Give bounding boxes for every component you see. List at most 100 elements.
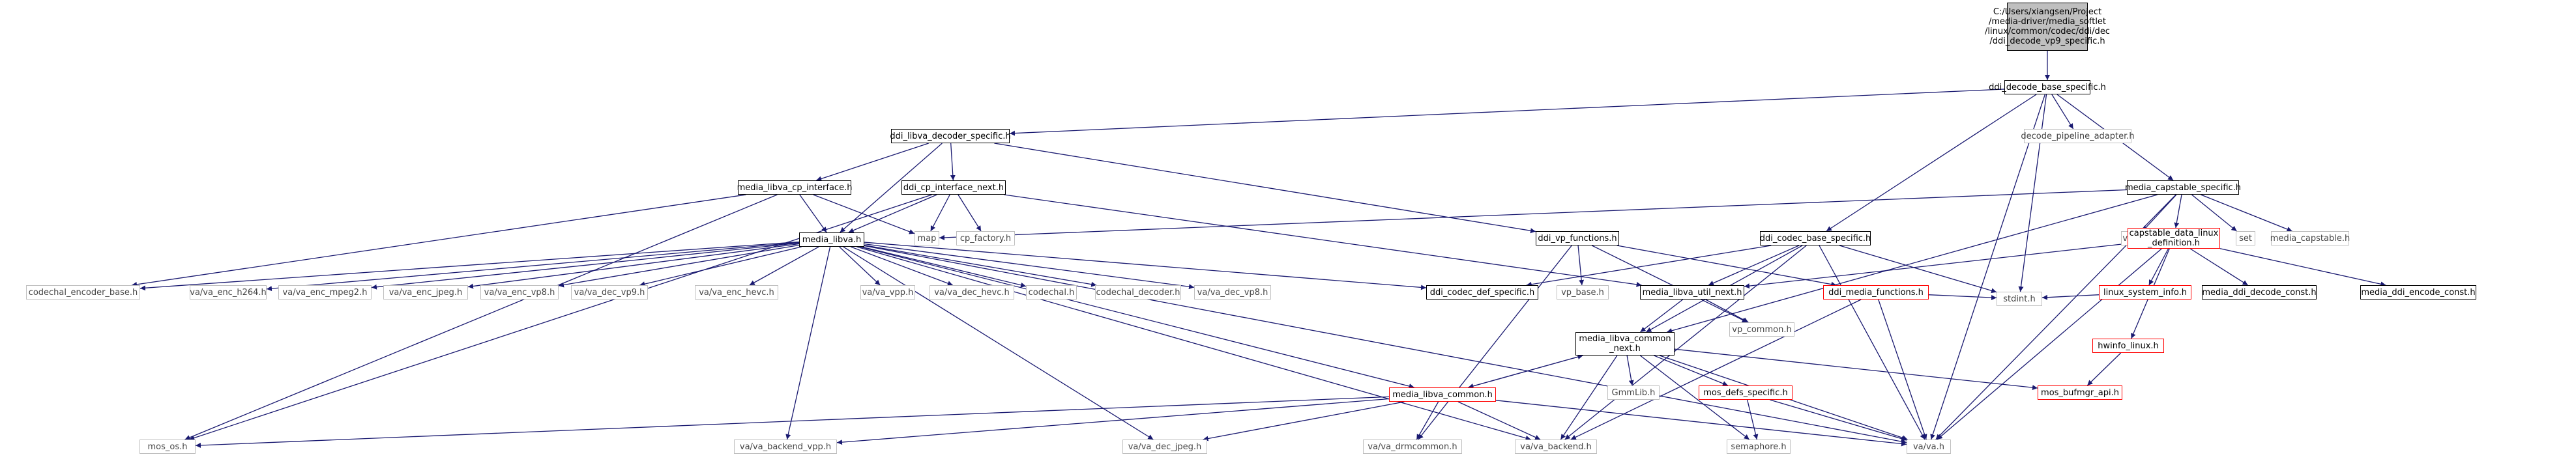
edge-linux-system-info-to-stdint	[2042, 294, 2100, 300]
edge-ddi-media-functions-to-va	[1878, 299, 1927, 440]
edge-mos-defs-specific-to-va	[1770, 399, 1907, 441]
edge-ddi-vp-functions-to-vp-common	[1591, 245, 1748, 323]
node-va-dec-vp9: va/va_dec_vp9.h	[571, 285, 648, 300]
edge-media-libva-cp-interface-to-map	[813, 194, 915, 234]
edge-ddi-decode-base-specific-to-ddi-codec-base-specific	[1826, 94, 2037, 232]
node-media-libva-common[interactable]: media_libva_common.h	[1389, 387, 1496, 402]
edge-ddi-libva-decoder-specific-to-ddi-vp-functions	[994, 143, 1536, 234]
edge-ddi-decode-base-specific-to-stdint	[2018, 94, 2047, 292]
edge-capstable-data-linux-definition-to-media-ddi-decode-const	[2189, 248, 2248, 286]
edge-media-libva-to-va	[864, 245, 1907, 445]
node-va-vpp: va/va_vpp.h	[860, 285, 915, 300]
node-mos-bufmgr-api[interactable]: mos_bufmgr_api.h	[2038, 385, 2122, 400]
edge-ddi-codec-base-specific-to-media-libva-util-next	[1708, 245, 1800, 286]
edge-media-libva-to-codechal	[861, 246, 1027, 288]
node-ddi-decode-base-specific[interactable]: ddi_decode_base_specific.h	[1989, 80, 2106, 94]
edge-media-libva-to-va-backend	[856, 246, 1531, 441]
edge-capstable-data-linux-definition-to-media-libva-util-next	[1744, 243, 2128, 289]
node-map: map	[915, 231, 939, 245]
node-codechal-encoder-base: codechal_encoder_base.h	[26, 285, 140, 300]
edge-media-libva-common-next-to-mos-defs-specific	[1654, 355, 1729, 386]
edge-ddi-cp-interface-next-to-map	[930, 194, 950, 232]
edge-media-capstable-specific-to-media-capstable	[2201, 194, 2292, 232]
edge-ddi-cp-interface-next-to-media-libva-util-next	[1004, 194, 1642, 287]
edge-ddi-codec-base-specific-to-va	[1819, 245, 1925, 440]
node-va-dec-jpeg: va/va_dec_jpeg.h	[1122, 440, 1207, 454]
edge-media-libva-to-va-dec-jpeg	[843, 246, 1154, 440]
node-semaphore: semaphore.h	[1727, 440, 1791, 454]
node-vp-base: vp_base.h	[1557, 285, 1609, 300]
edge-media-capstable-specific-to-media-libva-common-next	[1667, 194, 2158, 333]
node-va-enc-h264: va/va_enc_h264.h	[190, 285, 267, 300]
node-ddi-media-functions[interactable]: ddi_media_functions.h	[1823, 285, 1929, 300]
edge-ddi-libva-decoder-specific-to-ddi-cp-interface-next	[950, 143, 956, 181]
edge-ddi-media-functions-to-stdint	[1928, 294, 1997, 301]
edge-ddi-decode-base-specific-to-ddi-libva-decoder-specific	[1009, 89, 2005, 136]
node-capstable-data-linux-definition[interactable]: capstable_data_linux _definition.h	[2128, 228, 2220, 249]
edge-ddi-cp-interface-next-to-cp-factory	[958, 194, 982, 232]
node-mos-defs-specific[interactable]: mos_defs_specific.h	[1699, 385, 1793, 400]
edge-media-libva-cp-interface-to-media-libva	[799, 194, 827, 233]
node-ddi-codec-base-specific[interactable]: ddi_codec_base_specific.h	[1760, 231, 1871, 245]
node-va-drmcommon: va/va_drmcommon.h	[1363, 440, 1462, 454]
node-media-capstable: media_capstable.h	[2270, 231, 2350, 245]
node-va-h: va/va.h	[1907, 440, 1951, 454]
edge-media-libva-common-to-va-dec-jpeg	[1203, 401, 1405, 441]
edge-ddi-vp-functions-to-vp-base	[1577, 245, 1585, 286]
node-linux-system-info[interactable]: linux_system_info.h	[2099, 285, 2191, 300]
edge-ddi-decode-base-specific-to-decode-pipeline-adapter	[2051, 94, 2074, 130]
edge-ddi-codec-base-specific-to-stdint	[1839, 245, 1997, 294]
node-ddi-cp-interface-next[interactable]: ddi_cp_interface_next.h	[901, 180, 1006, 195]
edge-capstable-data-linux-definition-to-media-ddi-encode-const	[2219, 248, 2386, 287]
node-va-enc-jpeg: va/va_enc_jpeg.h	[383, 285, 468, 300]
edge-media-libva-to-ddi-codec-def-specific	[864, 242, 1427, 290]
node-mos-os: mos_os.h	[139, 440, 196, 454]
node-media-libva-common-next[interactable]: media_libva_common _next.h	[1575, 332, 1675, 356]
edge-capstable-data-linux-definition-to-va	[1937, 248, 2162, 440]
node-media-ddi-encode-const[interactable]: media_ddi_encode_const.h	[2360, 285, 2476, 300]
edge-media-libva-common-next-to-va-backend	[1560, 355, 1618, 440]
node-ddi-vp-functions[interactable]: ddi_vp_functions.h	[1536, 231, 1619, 245]
edge-mos-defs-specific-to-semaphore	[1747, 399, 1759, 440]
node-stdint: stdint.h	[1997, 292, 2042, 306]
node-gmmlib: GmmLib.h	[1607, 385, 1660, 400]
edge-media-libva-to-codechal-decoder	[864, 244, 1097, 287]
node-media-ddi-decode-const[interactable]: media_ddi_decode_const.h	[2202, 285, 2317, 300]
edge-media-capstable-specific-to-set	[2191, 194, 2237, 232]
edge-ddi-vp-functions-to-ddi-media-functions	[1617, 245, 1837, 287]
edge-media-libva-cp-interface-to-codechal-encoder-base	[131, 194, 746, 287]
edge-ddi-media-functions-to-va-backend	[1570, 299, 1862, 440]
node-media-libva-cp-interface[interactable]: media_libva_cp_interface.h	[737, 180, 852, 195]
edge-capstable-data-linux-definition-to-linux-system-info	[2148, 248, 2169, 286]
node-ddi-libva-decoder-specific[interactable]: ddi_libva_decoder_specific.h	[890, 129, 1011, 143]
node-va-enc-vp8: va/va_enc_vp8.h	[480, 285, 559, 300]
edge-media-libva-to-va-enc-hevc	[749, 246, 819, 286]
edge-media-libva-util-next-to-media-libva-common-next	[1640, 299, 1684, 333]
node-ddi-codec-def-specific[interactable]: ddi_codec_def_specific.h	[1426, 285, 1538, 300]
edge-media-libva-to-va-enc-vp8	[558, 244, 800, 288]
edge-ddi-codec-base-specific-to-va-backend	[1564, 245, 1807, 440]
edge-media-libva-to-va-dec-vp9	[639, 246, 802, 287]
node-va-enc-hevc: va/va_enc_hevc.h	[695, 285, 778, 300]
edge-media-libva-to-codechal-encoder-base	[139, 241, 800, 291]
node-media-libva[interactable]: media_libva.h	[799, 232, 864, 247]
node-root-ddi-decode-vp9-specific: C:/Users/xiangsen/Project /media-driver/…	[1985, 3, 2110, 51]
edge-media-capstable-specific-to-map	[939, 189, 2128, 240]
node-va-dec-vp8: va/va_dec_vp8.h	[1194, 285, 1271, 300]
node-cp-factory: cp_factory.h	[956, 231, 1015, 245]
node-set: set	[2236, 231, 2255, 245]
node-media-capstable-specific[interactable]: media_capstable_specific.h	[2125, 180, 2241, 195]
edge-ddi-libva-decoder-specific-to-media-libva	[840, 143, 943, 233]
node-va-dec-hevc: va/va_dec_hevc.h	[929, 285, 1014, 300]
edge-ddi-decode-base-specific-to-va	[1930, 94, 2045, 440]
edge-media-capstable-specific-to-capstable-data-linux-definition	[2174, 194, 2182, 229]
edge-media-libva-common-to-va-backend	[1457, 401, 1541, 440]
edge-ddi-libva-decoder-specific-to-media-libva-cp-interface	[816, 143, 929, 182]
node-media-libva-util-next[interactable]: media_libva_util_next.h	[1640, 285, 1744, 300]
edge-media-libva-common-to-va	[1495, 400, 1907, 447]
edge-ddi-codec-base-specific-to-ddi-codec-def-specific	[1526, 245, 1772, 287]
edge-media-libva-common-next-to-mos-bufmgr-api	[1674, 348, 2038, 391]
edge-media-libva-to-va-backend-vpp	[785, 246, 831, 440]
node-codechal: codechal.h	[1026, 285, 1077, 300]
node-hwinfo-linux[interactable]: hwinfo_linux.h	[2092, 339, 2164, 353]
